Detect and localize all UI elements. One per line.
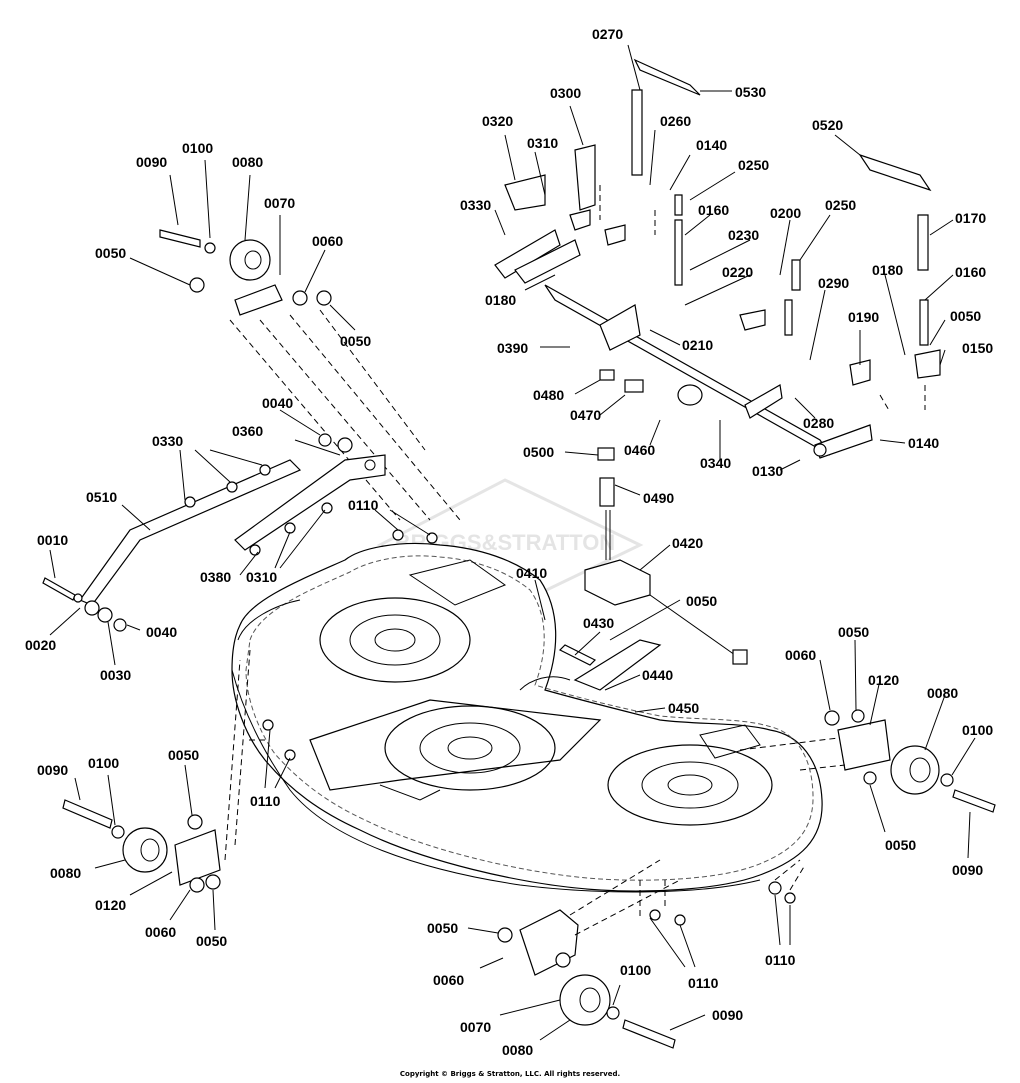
callout-0520: 0520 xyxy=(812,117,843,133)
callout-0080: 0080 xyxy=(927,685,958,701)
callout-0410: 0410 xyxy=(516,565,547,581)
callout-0080: 0080 xyxy=(232,154,263,170)
lift-shaft-assembly xyxy=(494,58,941,459)
callout-0290: 0290 xyxy=(818,275,849,291)
callout-0160: 0160 xyxy=(955,264,986,280)
callout-0050: 0050 xyxy=(340,333,371,349)
callout-0210: 0210 xyxy=(682,337,713,353)
callout-0060: 0060 xyxy=(145,924,176,940)
callout-0530: 0530 xyxy=(735,84,766,100)
callout-0140: 0140 xyxy=(908,435,939,451)
callout-0320: 0320 xyxy=(482,113,513,129)
callout-0050: 0050 xyxy=(427,920,458,936)
mower-deck xyxy=(231,542,823,893)
callout-0060: 0060 xyxy=(433,972,464,988)
callout-0100: 0100 xyxy=(620,962,651,978)
rear-right-wheel-assembly xyxy=(739,709,996,813)
callout-0390: 0390 xyxy=(497,340,528,356)
callout-0110: 0110 xyxy=(250,793,281,809)
callout-0050: 0050 xyxy=(95,245,126,261)
callout-0450: 0450 xyxy=(668,700,699,716)
callout-0480: 0480 xyxy=(533,387,564,403)
callout-0200: 0200 xyxy=(770,205,801,221)
callout-0120: 0120 xyxy=(95,897,126,913)
callout-labels: 0270 0530 0300 0320 0260 0140 0310 0250 … xyxy=(25,26,993,1058)
callout-0040: 0040 xyxy=(262,395,293,411)
callout-0310: 0310 xyxy=(246,569,277,585)
callout-0230: 0230 xyxy=(728,227,759,243)
callout-0300: 0300 xyxy=(550,85,581,101)
callout-0180: 0180 xyxy=(872,262,903,278)
callout-0380: 0380 xyxy=(200,569,231,585)
callout-0070: 0070 xyxy=(264,195,295,211)
callout-0090: 0090 xyxy=(37,762,68,778)
callout-0170: 0170 xyxy=(955,210,986,226)
callout-0490: 0490 xyxy=(643,490,674,506)
callout-0050: 0050 xyxy=(196,933,227,949)
callout-0250: 0250 xyxy=(825,197,856,213)
callout-0090: 0090 xyxy=(952,862,983,878)
leader-lines xyxy=(49,44,976,1041)
callout-0440: 0440 xyxy=(642,667,673,683)
callout-0030: 0030 xyxy=(100,667,131,683)
lift-actuator xyxy=(558,447,748,691)
callout-0110: 0110 xyxy=(348,497,379,513)
callout-0050: 0050 xyxy=(885,837,916,853)
callout-0090: 0090 xyxy=(712,1007,743,1023)
front-left-wheel-assembly xyxy=(159,229,461,521)
callout-0050: 0050 xyxy=(838,624,869,640)
callout-0070: 0070 xyxy=(460,1019,491,1035)
callout-0050: 0050 xyxy=(950,308,981,324)
callout-0110: 0110 xyxy=(688,975,719,991)
rear-left-wheel-assembly xyxy=(62,649,265,893)
callout-0330: 0330 xyxy=(152,433,183,449)
callout-0080: 0080 xyxy=(50,865,81,881)
callout-0010: 0010 xyxy=(37,532,68,548)
callout-0060: 0060 xyxy=(785,647,816,663)
callout-0080: 0080 xyxy=(502,1042,533,1058)
callout-0100: 0100 xyxy=(88,755,119,771)
callout-0130: 0130 xyxy=(752,463,783,479)
callout-0100: 0100 xyxy=(182,140,213,156)
callout-0270: 0270 xyxy=(592,26,623,42)
callout-0050: 0050 xyxy=(686,593,717,609)
callout-0150: 0150 xyxy=(962,340,993,356)
callout-0360: 0360 xyxy=(232,423,263,439)
callout-0460: 0460 xyxy=(624,442,655,458)
callout-0430: 0430 xyxy=(583,615,614,631)
callout-0510: 0510 xyxy=(86,489,117,505)
callout-0040: 0040 xyxy=(146,624,177,640)
callout-0190: 0190 xyxy=(848,309,879,325)
callout-0180: 0180 xyxy=(485,292,516,308)
callout-0420: 0420 xyxy=(672,535,703,551)
callout-0110: 0110 xyxy=(765,952,796,968)
callout-0020: 0020 xyxy=(25,637,56,653)
callout-0100: 0100 xyxy=(962,722,993,738)
callout-0470: 0470 xyxy=(570,407,601,423)
callout-0330: 0330 xyxy=(460,197,491,213)
callout-0280: 0280 xyxy=(803,415,834,431)
callout-0060: 0060 xyxy=(312,233,343,249)
callout-0310: 0310 xyxy=(527,135,558,151)
callout-0500: 0500 xyxy=(523,444,554,460)
copyright-notice: Copyright © Briggs & Stratton, LLC. All … xyxy=(399,1070,621,1078)
callout-0140: 0140 xyxy=(696,137,727,153)
callout-0090: 0090 xyxy=(136,154,167,170)
callout-0220: 0220 xyxy=(722,264,753,280)
callout-0250: 0250 xyxy=(738,157,769,173)
callout-0120: 0120 xyxy=(868,672,899,688)
callout-0160: 0160 xyxy=(698,202,729,218)
stabilizer-bars xyxy=(42,433,438,761)
callout-0260: 0260 xyxy=(660,113,691,129)
callout-0050: 0050 xyxy=(168,747,199,763)
callout-0340: 0340 xyxy=(700,455,731,471)
